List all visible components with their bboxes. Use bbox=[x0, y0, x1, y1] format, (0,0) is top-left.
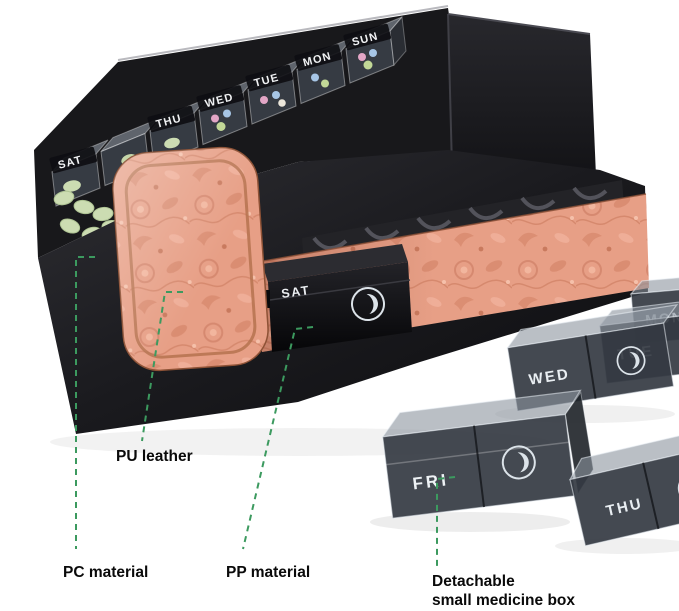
pill bbox=[260, 96, 268, 104]
label-pu-leather: PU leather bbox=[116, 448, 193, 465]
detached-box-thu: THU bbox=[568, 423, 679, 547]
pill bbox=[369, 49, 377, 57]
detached-box-wed: WED bbox=[506, 303, 679, 412]
sat-pullout-box: SAT bbox=[262, 244, 412, 352]
annotation-lines bbox=[75, 256, 456, 567]
annotation-line-pu-leather bbox=[141, 291, 183, 442]
annotation-line-pc-material bbox=[75, 256, 95, 549]
pill bbox=[211, 114, 219, 123]
case-back-wall bbox=[447, 13, 597, 200]
thu-box-shadow bbox=[555, 538, 679, 554]
pill bbox=[358, 53, 366, 61]
week-box-mon: MON bbox=[294, 37, 354, 105]
week-box-wed: WED bbox=[196, 78, 256, 146]
annotation-line-pp-material bbox=[242, 326, 314, 550]
pill bbox=[321, 79, 329, 88]
label-detachable-line2: small medicine box bbox=[432, 592, 575, 609]
pill bbox=[363, 60, 373, 70]
label-pp-material: PP material bbox=[226, 564, 310, 581]
annotation-labels: PU leather PC material PP material Detac… bbox=[63, 448, 575, 609]
pill bbox=[278, 99, 286, 107]
detached-label-fri: FRI bbox=[411, 470, 449, 493]
detached-label-wed: WED bbox=[528, 365, 572, 388]
week-box-tue: TUE bbox=[245, 57, 305, 125]
sat-box-label: SAT bbox=[280, 283, 311, 301]
pill bbox=[272, 91, 280, 99]
label-pc-material: PC material bbox=[63, 564, 148, 581]
box-clasp bbox=[264, 290, 270, 308]
week-box-sun: SUN bbox=[343, 15, 407, 84]
drawer-dividers bbox=[312, 186, 608, 251]
label-detachable-line1: Detachable bbox=[432, 573, 515, 590]
fri-box-shadow bbox=[370, 512, 570, 532]
pill bbox=[311, 73, 319, 82]
pill bbox=[164, 137, 180, 149]
leather-panel bbox=[112, 146, 269, 372]
pill bbox=[216, 122, 226, 131]
detached-box-fri: FRI bbox=[381, 389, 594, 519]
pill bbox=[63, 180, 81, 192]
pill bbox=[223, 109, 231, 118]
